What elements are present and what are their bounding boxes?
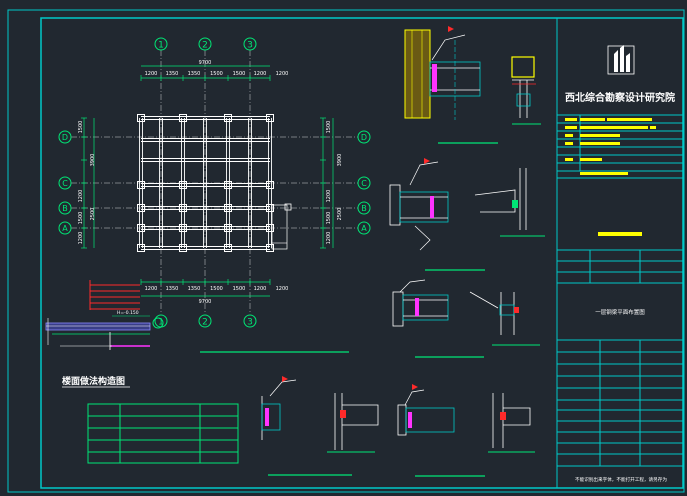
- axis-label-column: 1: [158, 318, 164, 328]
- dimension-label: 1500: [210, 286, 223, 292]
- dimension-label: 1500: [78, 212, 84, 225]
- dimension-label: 1200: [254, 71, 267, 77]
- axis-label-column: 2: [202, 41, 208, 51]
- column-node: [179, 244, 187, 252]
- dimension-total: 9700: [199, 299, 212, 305]
- section-axis-bubble: [152, 317, 164, 329]
- stair-post: [284, 203, 292, 211]
- column-node: [224, 114, 232, 122]
- axis-label-row: B: [361, 204, 367, 213]
- beam-column-detail-2: [389, 158, 545, 271]
- column-node: [137, 181, 145, 189]
- dimension-label: 1200: [145, 286, 158, 292]
- axis-bubble-column: [243, 314, 257, 328]
- dimension-total: 3900: [90, 154, 96, 167]
- column-node: [266, 181, 274, 189]
- column-node: [224, 181, 232, 189]
- column-node: [224, 244, 232, 252]
- axis-bubble-row: [357, 176, 371, 190]
- axis-label-row: A: [62, 224, 68, 233]
- column-node: [179, 181, 187, 189]
- dimension-label: 1500: [78, 121, 84, 134]
- dimension-label: 1350: [188, 286, 201, 292]
- axis-label-column: 2: [202, 318, 208, 328]
- axis-bubble-row: [58, 221, 72, 235]
- plan-grid-lines: [71, 50, 358, 314]
- dimension-label: 1350: [166, 286, 179, 292]
- floor-construction-table: 楼面做法构造图: [62, 375, 239, 464]
- column-node: [266, 244, 274, 252]
- dimension-label: 1500: [233, 286, 246, 292]
- dimension-label: 1200: [276, 71, 289, 77]
- footer-note: 不能识别出来字体，不能打开工程，请另存为: [575, 476, 667, 483]
- axis-bubble-row: [357, 221, 371, 235]
- dimension-total: 3900: [337, 154, 343, 167]
- title-block-fields: [565, 118, 656, 236]
- institute-logo: [607, 45, 635, 75]
- column-node: [266, 114, 274, 122]
- axis-label-column: 3: [247, 41, 253, 51]
- connection-details: [261, 26, 545, 477]
- dimension-label: 1350: [188, 71, 201, 77]
- dimension-label: 1200: [145, 71, 158, 77]
- axis-bubble-row: [357, 130, 371, 144]
- dimension-label: 1200: [276, 286, 289, 292]
- column-node: [179, 114, 187, 122]
- beam-column-detail-5: [397, 384, 535, 477]
- axis-label-column: 1: [158, 41, 164, 51]
- dimension-label: 1200: [254, 286, 267, 292]
- axis-bubble-row: [58, 201, 72, 215]
- title-block: 西北综合勘察设计研究院 一层钢梁平面布置图 不能识别出来字体，不能打开工程，请另…: [556, 18, 683, 488]
- stair-outline: [271, 204, 288, 250]
- axis-label-row: C: [361, 179, 367, 188]
- beam-column-detail-4: [261, 376, 379, 476]
- column-node: [137, 114, 145, 122]
- beam-column-detail-1: [404, 26, 541, 144]
- axis-bubble-column: [198, 314, 212, 328]
- axis-label-row: B: [62, 204, 68, 213]
- dimension-label: 1200: [78, 190, 84, 203]
- dimension-total: 2500: [90, 208, 96, 221]
- floor-table-title: 楼面做法构造图: [62, 375, 125, 387]
- column-node: [137, 244, 145, 252]
- dimension-label: 1500: [326, 121, 332, 134]
- column-node: [224, 224, 232, 232]
- dimension-total: 2500: [337, 208, 343, 221]
- institute-name: 西北综合勘察设计研究院: [565, 91, 675, 104]
- axis-bubble-column: [154, 37, 168, 51]
- dimension-label: 1500: [210, 71, 223, 77]
- column-node: [224, 204, 232, 212]
- dimension-label: 1200: [326, 232, 332, 245]
- dimension-label: 1500: [233, 71, 246, 77]
- drawing-frame: [7, 9, 685, 493]
- axis-bubble-row: [58, 176, 72, 190]
- axis-bubble-column: [198, 37, 212, 51]
- dimension-label: 1500: [326, 212, 332, 225]
- axis-label-row: C: [62, 179, 68, 188]
- axis-bubble-row: [357, 201, 371, 215]
- axis-label-column: 3: [247, 318, 253, 328]
- dimension-label: 1200: [78, 232, 84, 245]
- dimension-total: 9700: [199, 60, 212, 66]
- axis-label-row: D: [62, 133, 68, 142]
- axis-bubble-row: [58, 130, 72, 144]
- drawing-name: 一层钢梁平面布置图: [595, 308, 645, 316]
- dimension-label: 1200: [326, 190, 332, 203]
- axis-label-row: D: [361, 133, 367, 142]
- floor-section-detail: H=-0.150: [45, 280, 349, 353]
- elevation-label: H=-0.150: [117, 310, 139, 316]
- dimension-label: 1350: [166, 71, 179, 77]
- axis-bubble-column: [243, 37, 257, 51]
- axis-label-row: A: [361, 224, 367, 233]
- beam-column-detail-3: [392, 279, 540, 358]
- plan-dimension-lines: 1200 1350 1350 1500 1500 1200 1200 1350 1350 1500…: [78, 60, 343, 305]
